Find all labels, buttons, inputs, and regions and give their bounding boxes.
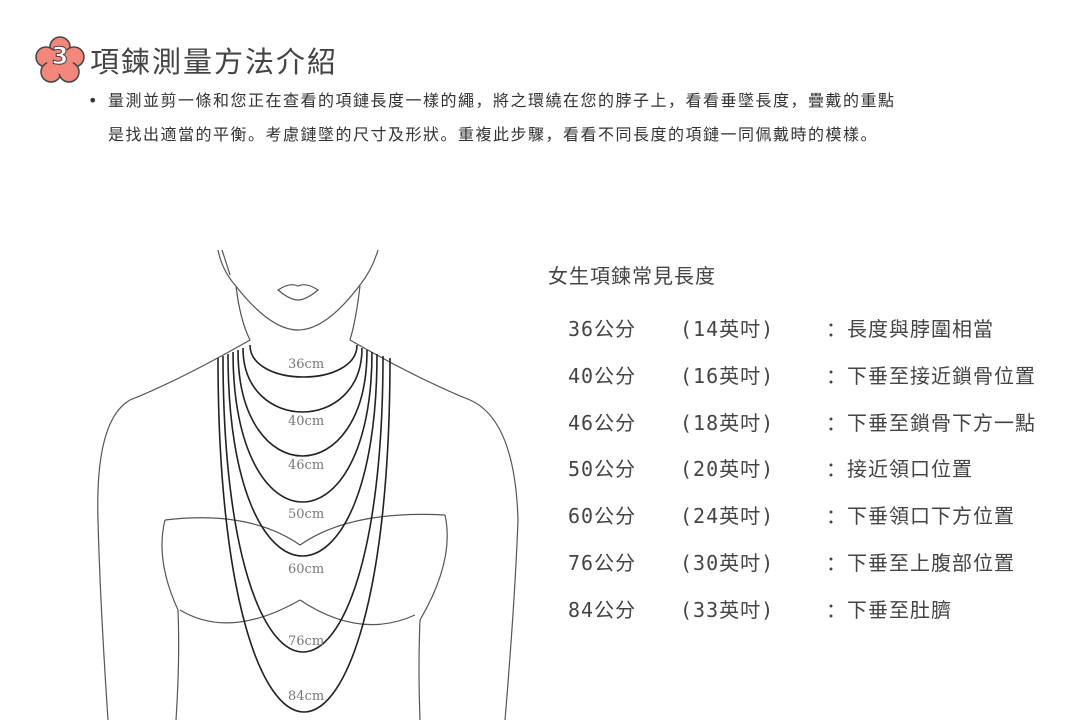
length-row: 46公分 (18英吋) ：下垂至鎖骨下方一點 — [568, 407, 1036, 436]
flower-icon — [35, 36, 85, 83]
description-line: 是找出適當的平衡。考慮鏈墜的尺寸及形狀。重複此步驟，看看不同長度的項鏈一同佩戴時… — [108, 125, 879, 144]
description: • 量測並剪一條和您正在查看的項鏈長度一樣的繩，將之環繞在您的脖子上，看看垂墜長… — [88, 84, 1048, 152]
necklace-label: 46cm — [288, 458, 324, 473]
page-title: 項鍊測量方法介紹 — [90, 45, 339, 79]
bullet: • — [88, 91, 99, 110]
length-cm: 36公分 — [568, 317, 637, 341]
necklace-curve — [249, 344, 358, 378]
necklace-curve — [242, 347, 363, 413]
step-number-badge: 3 — [32, 36, 88, 84]
body-outline — [97, 249, 519, 720]
length-desc: ：下垂至上腹部位置 — [826, 551, 1015, 575]
length-cm: 40公分 — [568, 364, 637, 388]
necklaces — [217, 344, 391, 713]
necklace-label: 60cm — [288, 562, 324, 577]
necklace-curve — [222, 355, 384, 653]
necklace-label: 76cm — [288, 634, 324, 649]
length-inch: (18英吋) — [680, 411, 775, 435]
length-inch: (30英吋) — [680, 551, 775, 575]
length-row: 40公分 (16英吋) ：下垂至接近鎖骨位置 — [568, 360, 1036, 389]
length-row: 60公分 (24英吋) ：下垂領口下方位置 — [568, 500, 1015, 529]
length-inch: (14英吋) — [680, 317, 775, 341]
length-row: 50公分 (20英吋) ：接近領口位置 — [568, 453, 973, 482]
length-desc: ：下垂至接近鎖骨位置 — [826, 364, 1036, 388]
necklace-label: 50cm — [288, 507, 324, 522]
length-inch: (20英吋) — [680, 457, 775, 481]
necklace-curve — [227, 353, 378, 557]
length-cm: 76公分 — [568, 551, 637, 575]
necklace-curve — [237, 349, 368, 457]
necklace-label: 36cm — [288, 357, 324, 372]
length-desc: ：下垂領口下方位置 — [826, 504, 1015, 528]
length-desc: ：長度與脖圍相當 — [826, 317, 994, 341]
length-cm: 46公分 — [568, 411, 637, 435]
length-row: 36公分 (14英吋) ：長度與脖圍相當 — [568, 313, 994, 342]
necklace-label: 84cm — [288, 689, 324, 704]
length-row: 84公分 (33英吋) ：下垂至肚臍 — [568, 594, 952, 623]
necklace-curve — [217, 357, 391, 713]
length-desc: ：下垂至肚臍 — [826, 598, 952, 622]
length-desc: ：接近領口位置 — [826, 457, 973, 481]
necklace-length-diagram: 36cm 40cm 46cm 50cm 60cm 76cm 84cm — [97, 249, 519, 720]
length-inch: (24英吋) — [680, 504, 775, 528]
section-header: 3 項鍊測量方法介紹 — [32, 36, 338, 84]
description-line: 量測並剪一條和您正在查看的項鏈長度一樣的繩，將之環繞在您的脖子上，看看垂墜長度，… — [108, 91, 896, 110]
length-cm: 84公分 — [568, 598, 637, 622]
necklace-label: 40cm — [288, 414, 324, 429]
length-desc: ：下垂至鎖骨下方一點 — [826, 411, 1036, 435]
length-row: 76公分 (30英吋) ：下垂至上腹部位置 — [568, 547, 1015, 576]
length-inch: (16英吋) — [680, 364, 775, 388]
length-cm: 50公分 — [568, 457, 637, 481]
step-number: 3 — [51, 42, 69, 71]
length-cm: 60公分 — [568, 504, 637, 528]
necklace-curve — [232, 351, 373, 503]
length-inch: (33英吋) — [680, 598, 775, 622]
table-title: 女生項鍊常見長度 — [548, 264, 716, 288]
